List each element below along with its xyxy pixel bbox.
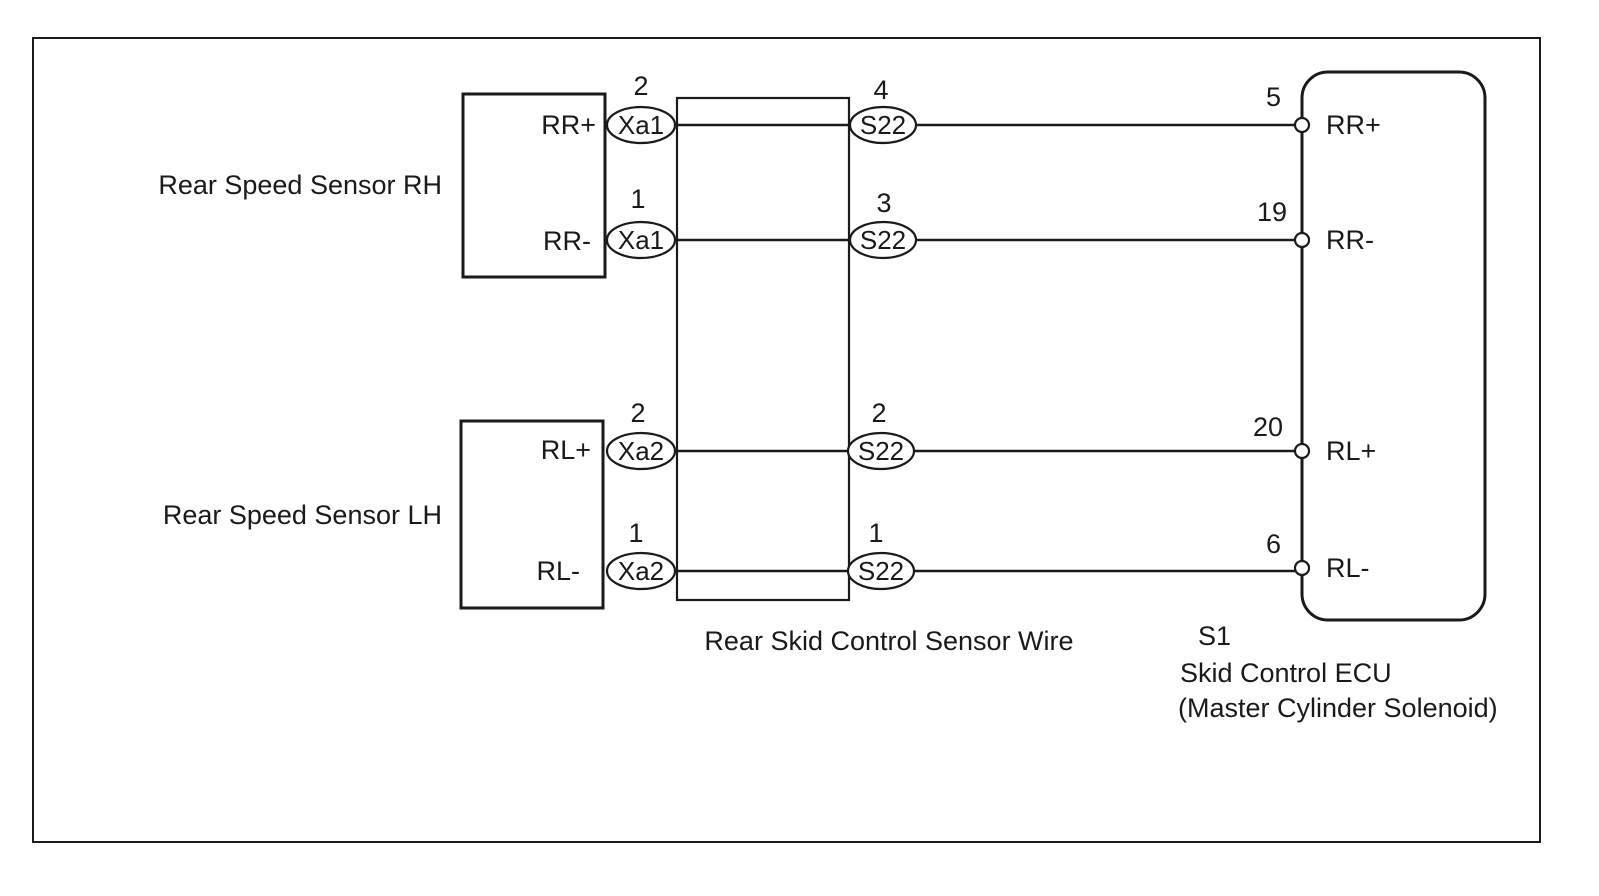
pin-number: 1 <box>630 184 645 214</box>
connector-xa1-rr-minus: Xa1 <box>605 220 677 260</box>
sensor-lh-pin-label-rl-plus: RL+ <box>541 435 591 465</box>
connector-label: S22 <box>858 556 904 586</box>
harness-box <box>675 96 851 602</box>
pin-number: 1 <box>628 518 643 548</box>
connector-label: S22 <box>858 436 904 466</box>
ecu-terminal <box>1293 116 1311 134</box>
connector-xa1-rr-plus: Xa1 <box>605 105 677 145</box>
ecu-box <box>1300 70 1487 622</box>
ecu-terminal-label: RR- <box>1326 225 1374 255</box>
pin-number: 2 <box>633 71 648 101</box>
pin-number: 4 <box>873 75 888 105</box>
connector-label: Xa1 <box>618 225 664 255</box>
connector-label: Xa2 <box>618 436 664 466</box>
ecu-pin-number: 19 <box>1257 197 1287 227</box>
ecu-terminal-label: RL- <box>1326 553 1370 583</box>
ecu-terminal <box>1293 559 1311 577</box>
sensor-rh-name: Rear Speed Sensor RH <box>158 170 442 200</box>
pin-number: 2 <box>630 398 645 428</box>
ecu-code: S1 <box>1198 621 1231 651</box>
connector-label: Xa1 <box>618 110 664 140</box>
sensor-lh-name: Rear Speed Sensor LH <box>163 500 442 530</box>
connector-label: Xa2 <box>618 556 664 586</box>
connector-xa2-rl-plus: Xa2 <box>605 431 677 471</box>
connector-xa2-rl-minus: Xa2 <box>605 551 677 591</box>
connector-label: S22 <box>860 110 906 140</box>
sensor-rh-pin-label-rr-minus: RR- <box>543 226 591 256</box>
connector-s22-pin2: S22 <box>846 431 916 471</box>
sensor-lh-box <box>459 419 605 610</box>
ecu-name: Skid Control ECU <box>1180 658 1392 688</box>
pin-number: 1 <box>868 518 883 548</box>
connector-s22-pin1: S22 <box>846 551 916 591</box>
harness-name: Rear Skid Control Sensor Wire <box>704 626 1073 656</box>
ecu-subtitle: (Master Cylinder Solenoid) <box>1178 693 1498 723</box>
sensor-rh-box <box>461 92 607 279</box>
ecu-terminal <box>1293 442 1311 460</box>
connector-s22-pin4: S22 <box>848 105 918 145</box>
connector-s22-pin3: S22 <box>848 220 918 260</box>
sensor-rh-pin-label-rr-plus: RR+ <box>541 110 596 140</box>
sensor-lh-pin-label-rl-minus: RL- <box>536 556 580 586</box>
diagram-frame <box>32 37 1541 843</box>
ecu-terminal-label: RL+ <box>1326 436 1376 466</box>
ecu-pin-number: 6 <box>1266 529 1281 559</box>
pin-number: 2 <box>871 398 886 428</box>
ecu-terminal-label: RR+ <box>1326 110 1381 140</box>
connector-label: S22 <box>860 225 906 255</box>
ecu-pin-number: 20 <box>1253 412 1283 442</box>
ecu-pin-number: 5 <box>1266 82 1281 112</box>
ecu-terminal <box>1293 231 1311 249</box>
pin-number: 3 <box>876 188 891 218</box>
